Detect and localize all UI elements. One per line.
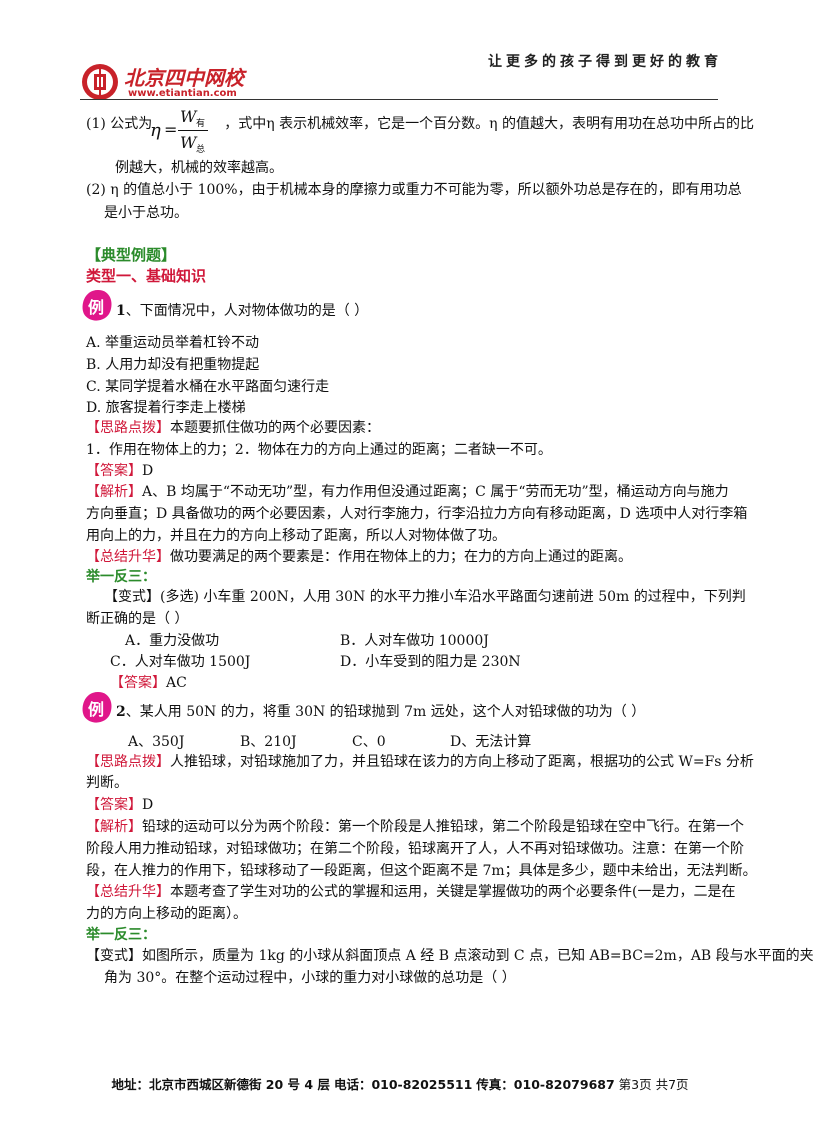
example-badge-icon — [82, 692, 112, 723]
ex2-answer: 【答案】D — [86, 797, 154, 813]
example-badge-label: 例 — [88, 298, 105, 317]
ex1-summary: 【总结升华】做功要满足的两个要素是：作用在物体上的力；在力的方向上通过的距离。 — [86, 549, 632, 565]
footer-page-number: 第3页 共7页 — [618, 1077, 689, 1092]
ex2-analysis-3: 段，在人推力的作用下，铅球移动了一段距离，但这个距离不是 7m；具体是多少，题中… — [86, 863, 757, 879]
ex2-hint-2: 判断。 — [86, 775, 128, 791]
logo-text: 北京四中网校 — [124, 66, 244, 90]
para-2a: (2) η 的值总小于 100%，由于机械本身的摩擦力或重力不可能为零，所以额外… — [86, 182, 742, 198]
formula-fraction-bar — [178, 130, 208, 131]
example-badge-icon — [82, 290, 112, 321]
variant-1-question: 【变式】(多选) 小车重 200N，人用 30N 的水平力推小车沿水平路面匀速前… — [104, 589, 746, 605]
formula-numerator: W — [180, 107, 197, 126]
example-1-question: 1、下面情况中，人对物体做功的是（ ） — [116, 303, 369, 319]
variant-1-question-2: 断正确的是（ ） — [86, 611, 189, 627]
formula-eta: η — [150, 120, 161, 141]
ex2-option-c: C、0 — [352, 734, 386, 750]
footer-address: 地址：北京市西城区新德街 20 号 4 层 — [111, 1077, 330, 1092]
var1-option-c: C．人对车做功 1500J — [110, 654, 251, 670]
ex2-hint: 【思路点拨】人推铅球，对铅球施加了力，并且铅球在该力的方向上移动了距离，根据功的… — [86, 754, 754, 770]
ex1-analysis-1: 【解析】A、B 均属于“不动无功”型，有力作用但没通过距离；C 属于“劳而无功”… — [86, 484, 729, 500]
ex1-option-c: C. 某同学提着水桶在水平路面匀速行走 — [86, 379, 330, 395]
para-1a: (1) 公式为，式中η 表示机械效率，它是一个百分数。η 的值越大，表明有用功在… — [86, 116, 754, 132]
var1-option-d: D．小车受到的阻力是 230N — [340, 654, 521, 670]
header-slogan: 让更多的孩子得到更好的教育 — [488, 54, 722, 70]
para-2b: 是小于总功。 — [104, 205, 188, 221]
ex1-analysis-3: 用向上的力，并且在力的方向上移动了距离，所以人对物体做了功。 — [86, 528, 506, 544]
formula-equals: = — [164, 120, 178, 139]
efficiency-formula: η = W 有 W 总 — [150, 104, 210, 160]
footer-tel: 电话：010-82025511 — [333, 1077, 473, 1092]
logo-emblem-icon — [82, 64, 118, 100]
formula-den-sub: 总 — [196, 145, 206, 155]
ex2-analysis-1: 【解析】铅球的运动可以分为两个阶段：第一个阶段是人推铅球，第二个阶段是铅球在空中… — [86, 819, 744, 835]
formula-num-sub: 有 — [196, 119, 206, 129]
footer-fax: 传真：010-82079687 — [476, 1077, 615, 1092]
ex2-summary-1: 【总结升华】本题考查了学生对功的公式的掌握和运用，关键是掌握做功的两个必要条件(… — [86, 884, 736, 900]
ex1-analysis-2: 方向垂直；D 具备做功的两个必要因素，人对行李施力，行李沿拉力方向有移动距离，D… — [86, 506, 748, 522]
ex1-hint-2: 1．作用在物体上的力；2．物体在力的方向上通过的距离；二者缺一不可。 — [86, 442, 552, 458]
section-practice-1: 举一反三： — [86, 569, 156, 585]
variant-2-question: 【变式】如图所示，质量为 1kg 的小球从斜面顶点 A 经 B 点滚动到 C 点… — [86, 948, 814, 964]
ex2-option-b: B、210J — [240, 734, 297, 750]
ex2-option-d: D、无法计算 — [450, 734, 532, 750]
section-typical-examples: 【典型例题】 — [86, 246, 177, 264]
example-badge-label: 例 — [88, 700, 105, 719]
ex2-analysis-2: 阶段人用力推动铅球，对铅球做功；在第二个阶段，铅球离开了人，人不再对铅球做功。注… — [86, 841, 744, 857]
header-divider — [80, 99, 718, 100]
para-1b: 例越大，机械的效率越高。 — [115, 160, 283, 176]
ex1-answer: 【答案】D — [86, 463, 154, 479]
section-practice-2: 举一反三： — [86, 927, 156, 943]
ex2-summary-2: 力的方向上移动的距离）。 — [86, 906, 247, 922]
var1-answer: 【答案】AC — [110, 675, 187, 691]
ex1-option-b: B. 人用力却没有把重物提起 — [86, 357, 260, 373]
formula-denominator: W — [180, 133, 197, 152]
variant-2-question-2: 角为 30°。在整个运动过程中，小球的重力对小球做的总功是（ ） — [104, 970, 516, 986]
page-footer: 地址：北京市西城区新德街 20 号 4 层 电话：010-82025511 传真… — [0, 1074, 800, 1093]
example-2-question: 2、某人用 50N 的力，将重 30N 的铅球抛到 7m 远处，这个人对铅球做的… — [116, 704, 646, 720]
ex2-option-a: A、350J — [128, 734, 185, 750]
ex1-option-a: A. 举重运动员举着杠铃不动 — [86, 335, 260, 351]
var1-option-a: A．重力没做功 — [125, 633, 220, 649]
ex1-hint: 【思路点拨】本题要抓住做功的两个必要因素： — [86, 420, 380, 436]
ex1-option-d: D. 旅客提着行李走上楼梯 — [86, 400, 246, 416]
logo-url: www.etiantian.com — [128, 88, 237, 99]
logo: 北京四中网校 www.etiantian.com — [80, 60, 270, 104]
var1-option-b: B．人对车做功 10000J — [340, 633, 489, 649]
section-type-1: 类型一、基础知识 — [86, 267, 207, 285]
